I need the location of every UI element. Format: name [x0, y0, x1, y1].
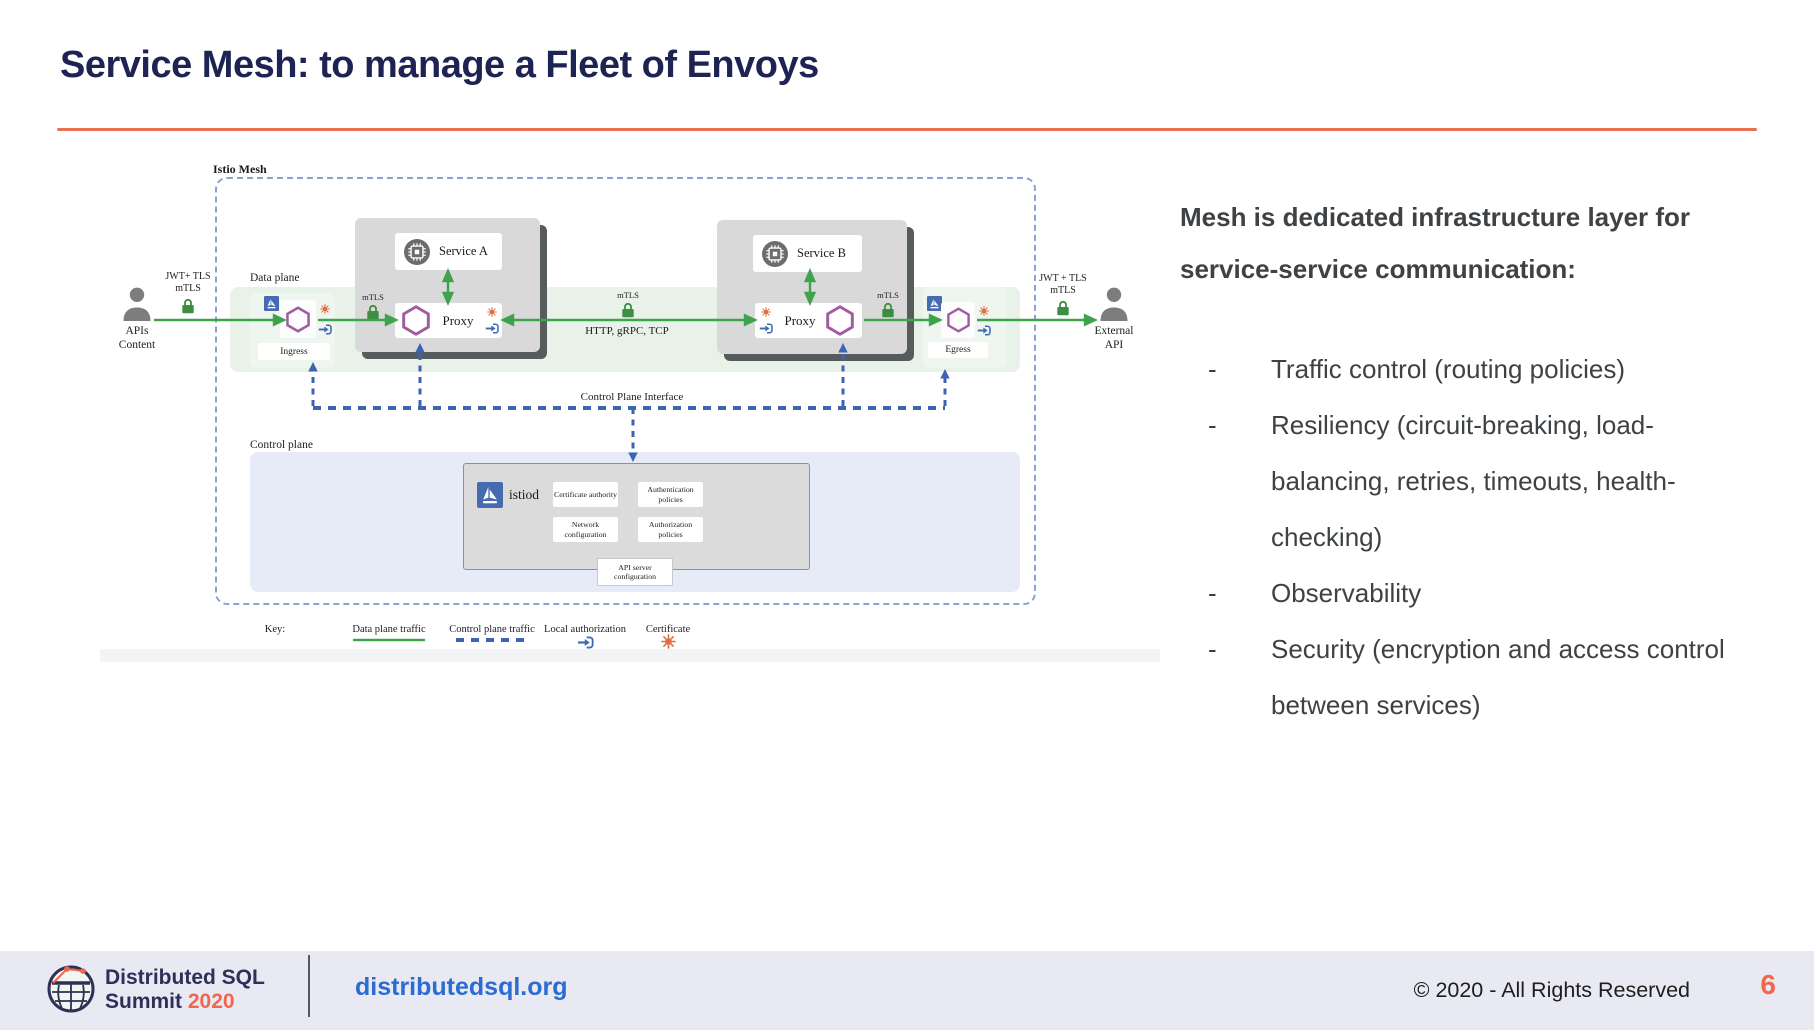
website-link[interactable]: distributedsql.org [355, 973, 568, 1001]
bullet-text: Observability [1271, 578, 1422, 608]
page-number: 6 [1760, 969, 1776, 1000]
envoy-hexagon-icon [286, 306, 310, 333]
key-control-plane-traffic: Control plane traffic [449, 624, 535, 635]
istiod-label: istiod [509, 487, 540, 502]
brand-year: 2020 [187, 990, 235, 1013]
mesh-description-panel: Mesh is dedicated infrastructure layer f… [1180, 191, 1760, 733]
external-api-label: External API [1094, 325, 1134, 351]
istio-logo-icon [264, 296, 279, 311]
istiod-network-configuration: Network configuration [553, 517, 618, 542]
key-data-plane-traffic: Data plane traffic [352, 624, 426, 635]
apis-content-label: APIs Content [118, 325, 156, 351]
lock-icon [621, 302, 635, 318]
page-title: Service Mesh: to manage a Fleet of Envoy… [60, 44, 819, 86]
jwt-tls-right-label: JWT + TLS mTLS [1039, 273, 1087, 296]
mtls-label: mTLS [362, 292, 384, 302]
local-authorization-icon [577, 636, 594, 649]
jwt-tls-left-label: JWT+ TLS mTLS [165, 271, 211, 294]
lock-icon [181, 298, 195, 314]
http-grpc-tcp-label: HTTP, gRPC, TCP [585, 325, 669, 337]
envoy-hexagon-icon [826, 305, 854, 336]
istio-mesh-label: Istio Mesh [213, 162, 267, 176]
service-chip-icon [404, 239, 430, 265]
proxy-a-label: Proxy [442, 313, 474, 328]
service-b-box: Service B [753, 235, 862, 272]
certificate-icon [661, 634, 676, 649]
data-plane-label: Data plane [250, 272, 300, 284]
ingress-proxy-box [280, 300, 316, 338]
service-a-box: Service A [395, 233, 502, 270]
control-plane-interface-label: Control Plane Interface [580, 391, 684, 403]
istio-logo-icon [927, 296, 942, 311]
istio-logo-icon [477, 482, 503, 508]
local-authorization-icon [759, 323, 773, 334]
bullet-text: Traffic control (routing policies) [1271, 354, 1626, 384]
bullet-list: - Traffic control (routing policies) - R… [1180, 341, 1760, 733]
title-divider [57, 128, 1757, 131]
key-title: Key: [264, 624, 286, 635]
istiod-authentication-policies: Authentication policies [638, 482, 703, 507]
list-item: - Resiliency (circuit-breaking, load-bal… [1180, 397, 1760, 565]
service-b-label: Service B [797, 246, 846, 260]
certificate-icon [320, 304, 330, 314]
brand-line1: Distributed SQL [105, 966, 265, 989]
egress-proxy-box [941, 302, 975, 338]
summit-globe-logo [47, 965, 95, 1013]
istio-mesh-diagram: Istio Mesh Data plane Control plane APIs… [100, 140, 1160, 665]
envoy-hexagon-icon [402, 305, 430, 336]
local-authorization-icon [485, 323, 499, 334]
panel-heading-line1: Mesh is dedicated infrastructure layer f… [1180, 202, 1691, 232]
ingress-label: Ingress [258, 343, 330, 360]
diagram-bottom-strip [100, 649, 1160, 662]
panel-heading-line2: service-service communication: [1180, 254, 1576, 284]
certificate-icon [761, 307, 771, 317]
brand-line2: Summit 2020 [105, 990, 235, 1013]
service-a-label: Service A [439, 244, 488, 258]
copyright-text: © 2020 - All Rights Reserved [1413, 978, 1690, 1002]
key-certificate: Certificate [645, 624, 691, 635]
istiod-box [463, 463, 810, 570]
certificate-icon [979, 306, 989, 316]
footer-bar [0, 951, 1814, 1030]
summit-brand: Distributed SQL Summit 2020 [105, 966, 265, 1014]
list-item: - Traffic control (routing policies) [1180, 341, 1760, 397]
mtls-label: mTLS [877, 290, 899, 300]
istio-mesh-boundary [215, 177, 1036, 605]
proxy-b-label: Proxy [784, 313, 816, 328]
envoy-hexagon-icon [947, 307, 970, 333]
control-plane-label: Control plane [250, 439, 313, 451]
lock-icon [1056, 300, 1070, 316]
local-authorization-icon [977, 325, 991, 336]
bullet-dash: - [1208, 354, 1217, 384]
certificate-icon [487, 307, 497, 317]
lock-icon [366, 304, 380, 320]
footer-divider [308, 955, 310, 1017]
egress-label: Egress [928, 342, 988, 358]
istiod-api-server-configuration: API server configuration [597, 558, 673, 586]
service-chip-icon [762, 241, 788, 267]
bullet-dash: - [1208, 410, 1217, 440]
bullet-text: Security (encryption and access control … [1271, 634, 1725, 720]
external-api-person-icon [1099, 286, 1129, 323]
lock-icon [881, 302, 895, 318]
bullet-text: Resiliency (circuit-breaking, load-balan… [1271, 410, 1676, 552]
bullet-dash: - [1208, 634, 1217, 664]
mtls-label: mTLS [617, 290, 639, 300]
local-authorization-icon [318, 324, 332, 335]
key-local-authorization: Local authorization [544, 624, 626, 635]
istiod-authorization-policies: Authorization policies [638, 517, 703, 542]
istiod-certificate-authority: Certificate authority [553, 482, 618, 507]
bullet-dash: - [1208, 578, 1217, 608]
list-item: - Observability [1180, 565, 1760, 621]
list-item: - Security (encryption and access contro… [1180, 621, 1760, 733]
